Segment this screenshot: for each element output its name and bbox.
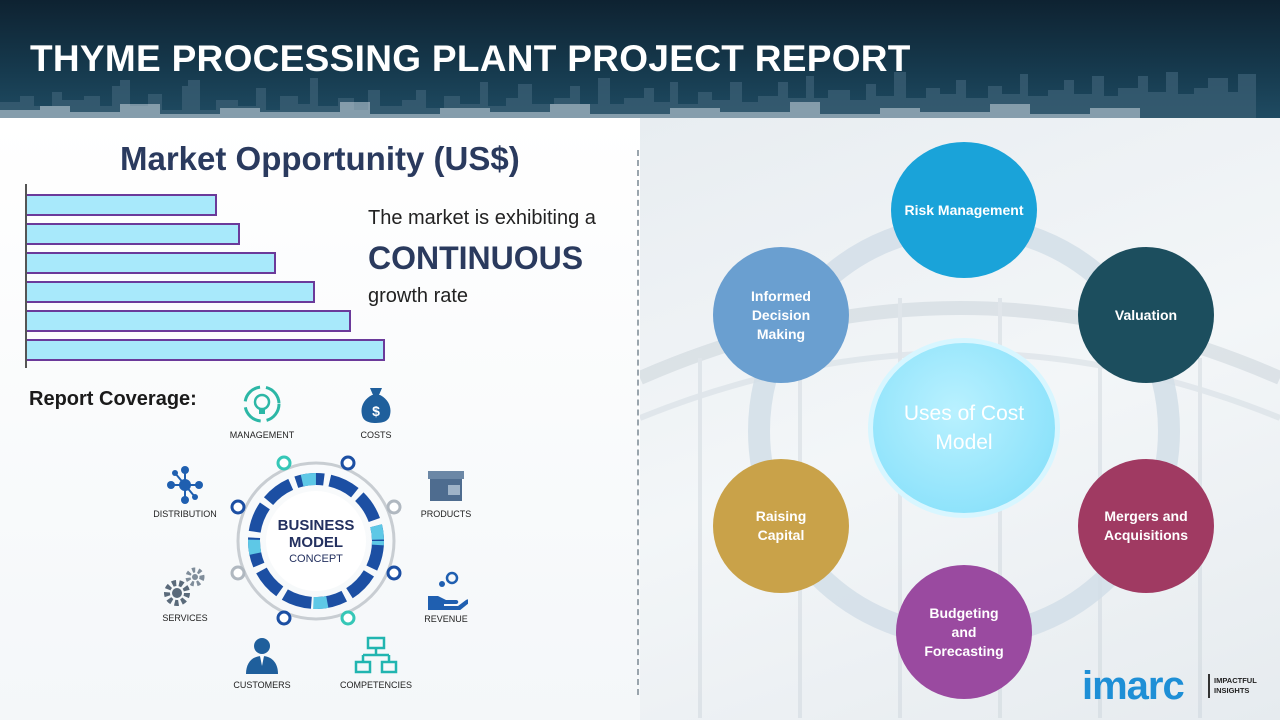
coverage-item-management: MANAGEMENT: [207, 382, 317, 440]
coverage-item-products: PRODUCTS: [391, 465, 501, 519]
coverage-item-services: SERVICES: [130, 565, 240, 623]
market-text-line1: The market is exhibiting a: [368, 207, 596, 229]
node-raising-capital: Raising Capital: [713, 459, 849, 593]
chart-bar-4: [27, 281, 315, 303]
chart-bar-3: [27, 252, 276, 274]
coverage-item-competencies: COMPETENCIES: [321, 636, 431, 690]
hand-coins-icon: [428, 571, 468, 610]
network-icon: [167, 466, 203, 504]
chart-axis: [25, 184, 27, 368]
chart-bar-1: [27, 194, 217, 216]
coverage-item-distribution: DISTRIBUTION: [130, 465, 240, 519]
money-bag-icon: $: [361, 388, 391, 423]
gears-icon: [164, 567, 205, 606]
city-skyline-image: [0, 72, 1256, 118]
report-coverage-label: Report Coverage:: [29, 388, 197, 410]
svg-text:$: $: [372, 403, 380, 419]
management-icon: [243, 385, 281, 423]
node-informed-decision-making: Informed Decision Making: [713, 247, 849, 383]
chart-bar-6: [27, 339, 385, 361]
market-opportunity-title: Market Opportunity (US$): [120, 140, 520, 177]
node-valuation: Valuation: [1078, 247, 1214, 383]
boxes-icon: [428, 471, 464, 501]
market-text-emphasis: CONTINUOUS: [368, 240, 584, 276]
wheel-label: BUSINESS MODEL CONCEPT: [277, 517, 355, 565]
node-risk-management: Risk Management: [891, 142, 1037, 278]
coverage-item-revenue: REVENUE: [391, 570, 501, 624]
imarc-logo: imarc IMPACTFUL INSIGHTS: [1082, 664, 1257, 708]
panel-divider: [637, 150, 639, 695]
node-budgeting-forecasting: Budgeting and Forecasting: [896, 565, 1032, 699]
wheel-graphic: [230, 455, 402, 626]
chart-bar-2: [27, 223, 240, 245]
coverage-item-customers: CUSTOMERS: [207, 636, 317, 690]
hierarchy-icon: [354, 636, 398, 674]
market-text-line3: growth rate: [368, 285, 469, 307]
business-model-wheel: BUSINESS MODEL CONCEPT: [230, 455, 402, 627]
person-icon: [246, 638, 278, 674]
logo-tagline: IMPACTFUL INSIGHTS: [1214, 676, 1257, 695]
page-title: THYME PROCESSING PLANT PROJECT REPORT: [30, 38, 911, 79]
coverage-item-costs: $ COSTS: [321, 382, 431, 440]
chart-bar-5: [27, 310, 351, 332]
logo-separator: [1208, 674, 1210, 698]
center-uses-of-cost-model: Uses of Cost Model: [868, 338, 1060, 518]
node-mergers-acquisitions: Mergers and Acquisitions: [1078, 459, 1214, 593]
header-banner: THYME PROCESSING PLANT PROJECT REPORT: [0, 0, 1280, 118]
